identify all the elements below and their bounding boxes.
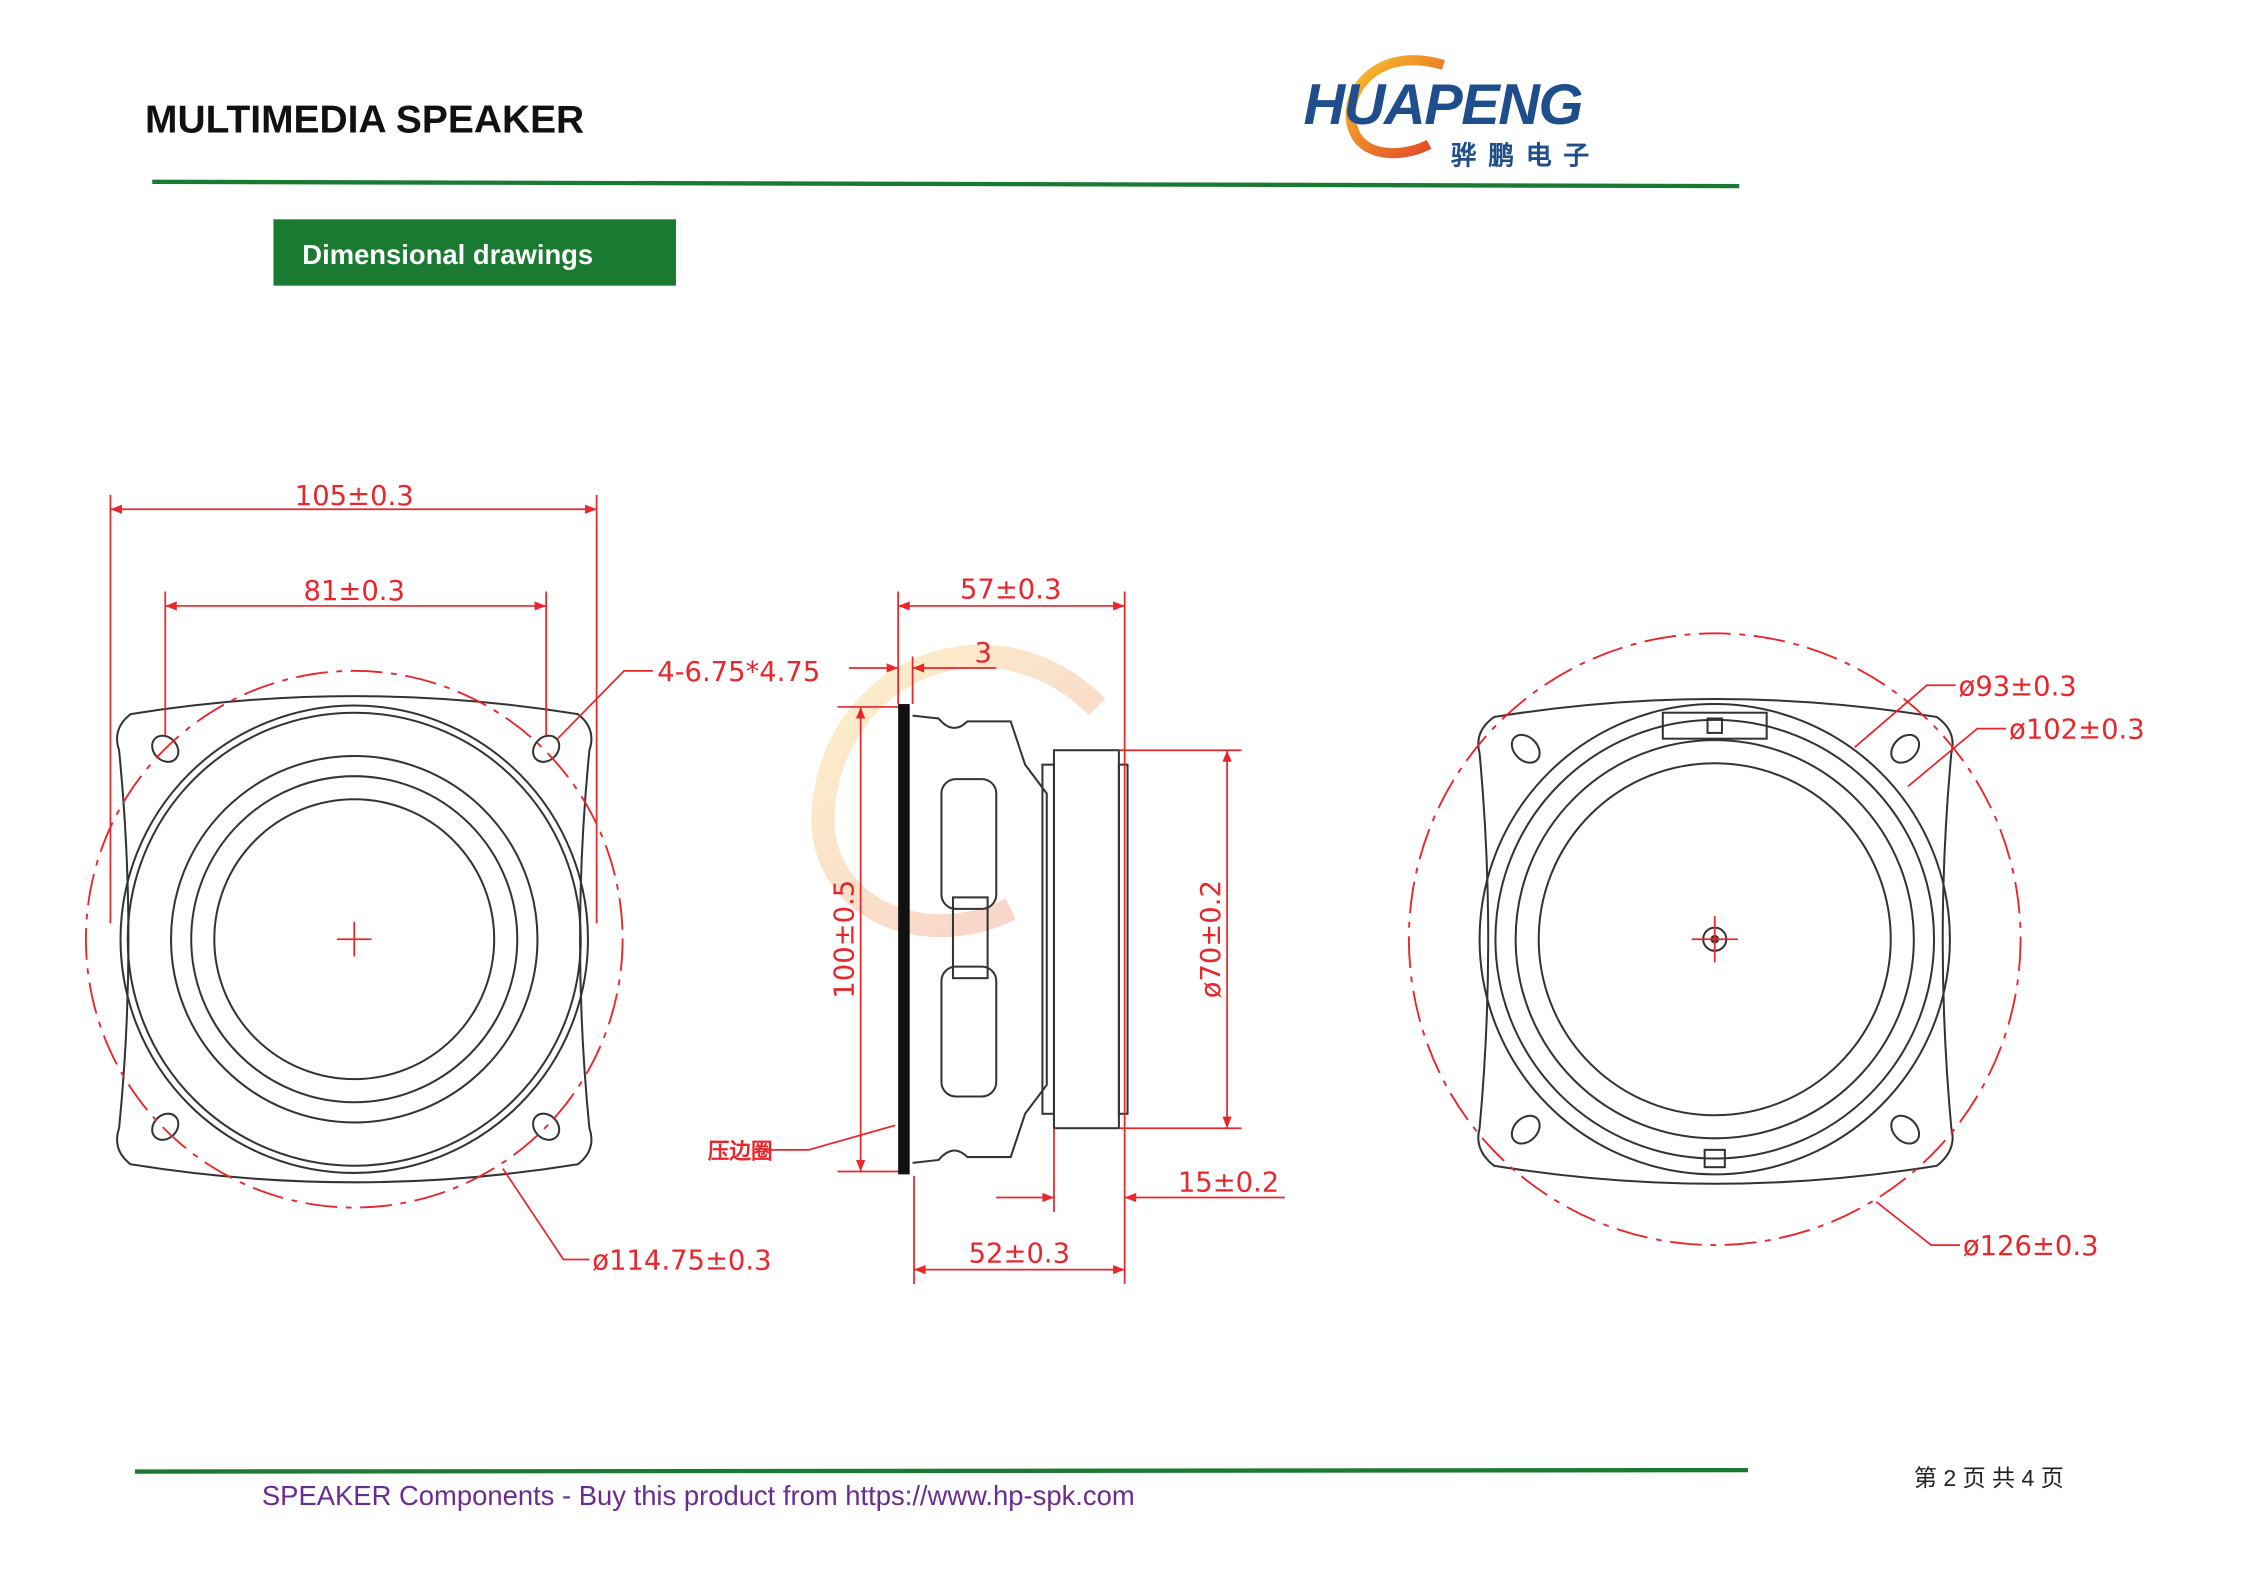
watermark (811, 644, 1106, 938)
dim-magnet-dia: ø70±0.2 (1196, 880, 1227, 998)
dim-d93: ø93±0.3 (1959, 671, 2077, 702)
footer-rule (134, 1467, 1748, 1474)
gasket-label: 压边圈 (708, 1139, 773, 1164)
front-view: 105±0.3 81±0.3 4-6.75*4.75 ø114.75±0.3 (84, 481, 820, 1277)
dim-magnet-h: 15±0.2 (1178, 1168, 1279, 1199)
dim-body-depth: 52±0.3 (969, 1238, 1070, 1269)
dim-depth: 57±0.3 (960, 575, 1061, 606)
side-view: 57±0.3 3 100±0.5 ø70±0.2 15±0.2 52±0.3 压… (708, 575, 1285, 1285)
section-label: Dimensional drawings (302, 239, 593, 270)
dim-d102: ø102±0.3 (2009, 715, 2145, 746)
logo-cn: 骅鹏电子 (1451, 140, 1601, 170)
dim-height: 100±0.5 (829, 880, 860, 999)
dim-diameter: ø114.75±0.3 (592, 1246, 771, 1277)
section-badge (273, 219, 676, 286)
page-title: MULTIMEDIA SPEAKER (145, 99, 584, 142)
huapeng-logo: HUAPENG 骅鹏电子 (1304, 55, 1601, 170)
dim-d126: ø126±0.3 (1963, 1231, 2099, 1262)
back-view: ø93±0.3 ø102±0.3 ø126±0.3 (1407, 632, 2145, 1262)
dim-width: 105±0.3 (295, 481, 414, 512)
dim-holes: 4-6.75*4.75 (657, 657, 820, 688)
footer-link[interactable]: SPEAKER Components - Buy this product fr… (262, 1480, 1135, 1511)
dim-hole-spacing: 81±0.3 (304, 576, 405, 607)
dim-flange: 3 (975, 638, 992, 669)
header-rule (152, 179, 1740, 189)
page-number: 第 2 页 共 4 页 (1914, 1465, 2064, 1491)
logo-text: HUAPENG (1304, 73, 1583, 137)
